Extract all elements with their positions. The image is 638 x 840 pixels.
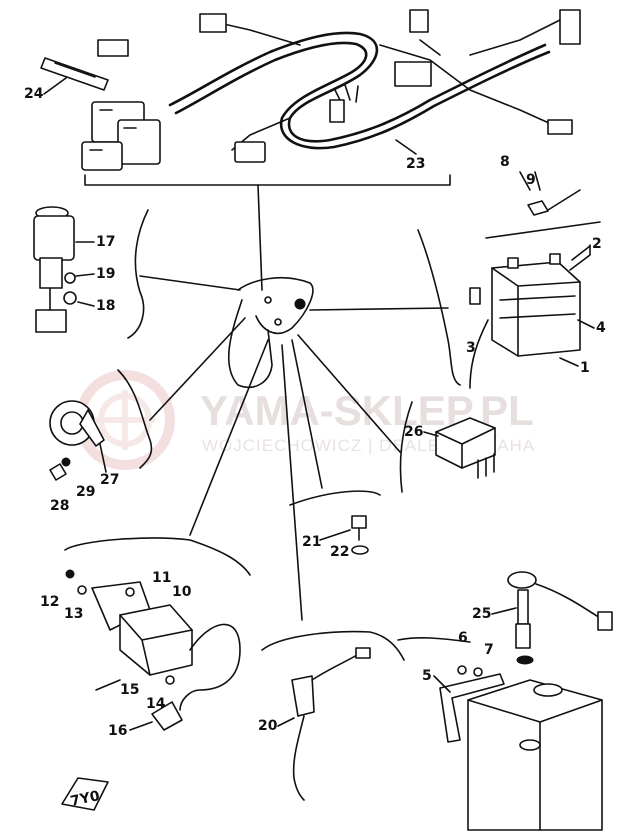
callout-8: 8 bbox=[500, 154, 510, 170]
frame-outline bbox=[227, 276, 314, 389]
harness-coupler bbox=[559, 9, 581, 45]
callout-15: 15 bbox=[120, 682, 139, 698]
callout-2: 2 bbox=[592, 236, 602, 252]
page-code: 7Y0 bbox=[69, 788, 102, 810]
callout-11: 11 bbox=[152, 570, 171, 586]
battery bbox=[469, 171, 601, 389]
callout-25: 25 bbox=[472, 606, 491, 622]
callout-27: 27 bbox=[100, 472, 119, 488]
ignition-coil-assembly bbox=[65, 569, 241, 731]
horn-group-bracket bbox=[117, 369, 153, 469]
rectifier-group-bracket bbox=[399, 401, 413, 493]
wire-harness bbox=[81, 9, 581, 186]
callout-13: 13 bbox=[64, 606, 83, 622]
harness-main-block bbox=[81, 101, 161, 171]
callout-1: 1 bbox=[580, 360, 590, 376]
main-switch bbox=[33, 206, 77, 333]
callout-20: 20 bbox=[258, 718, 278, 734]
harness-coupler bbox=[199, 13, 227, 33]
callout-7: 7 bbox=[484, 642, 494, 658]
callout-4: 4 bbox=[596, 320, 606, 336]
callout-12: 12 bbox=[40, 594, 59, 610]
callout-29: 29 bbox=[76, 484, 95, 500]
callout-24: 24 bbox=[24, 86, 44, 102]
callout-9: 9 bbox=[526, 172, 536, 188]
coil-group-bracket bbox=[64, 537, 251, 576]
oil-tank-assembly bbox=[439, 571, 613, 831]
callout-28: 28 bbox=[50, 498, 69, 514]
battery-group-bracket bbox=[417, 229, 461, 386]
harness-coupler bbox=[547, 119, 573, 135]
switch-group-bracket bbox=[127, 209, 149, 339]
callout-17: 17 bbox=[96, 234, 115, 250]
callout-labels: 1 2 3 4 5 6 7 8 9 10 11 12 13 14 15 16 1… bbox=[24, 77, 606, 739]
callout-18: 18 bbox=[96, 298, 115, 314]
callout-14: 14 bbox=[146, 696, 166, 712]
callout-19: 19 bbox=[96, 266, 115, 282]
pickup-group-bracket bbox=[261, 630, 405, 661]
horn bbox=[49, 400, 105, 481]
callout-3: 3 bbox=[466, 340, 476, 356]
pickup-coil bbox=[291, 647, 371, 801]
callout-6: 6 bbox=[458, 630, 468, 646]
callout-23: 23 bbox=[406, 156, 425, 172]
callout-16: 16 bbox=[108, 723, 127, 739]
bolt-group-bracket bbox=[289, 490, 381, 506]
wire-band bbox=[40, 57, 109, 91]
leader-lines bbox=[139, 184, 449, 621]
harness-coupler bbox=[329, 99, 345, 123]
harness-coupler bbox=[409, 9, 429, 33]
harness-coupler bbox=[97, 39, 129, 57]
callout-22: 22 bbox=[330, 544, 349, 560]
harness-coupler bbox=[234, 141, 266, 163]
harness-coupler bbox=[394, 61, 432, 87]
tank-group-bracket bbox=[397, 637, 471, 643]
callout-5: 5 bbox=[422, 668, 432, 684]
page-code-stamp: 7Y0 bbox=[61, 777, 109, 811]
callout-21: 21 bbox=[302, 534, 321, 550]
harness-group-bracket bbox=[84, 174, 451, 186]
bolt-and-washer bbox=[351, 515, 369, 555]
callout-26: 26 bbox=[404, 424, 423, 440]
callout-10: 10 bbox=[172, 584, 192, 600]
rectifier-regulator bbox=[435, 417, 496, 479]
